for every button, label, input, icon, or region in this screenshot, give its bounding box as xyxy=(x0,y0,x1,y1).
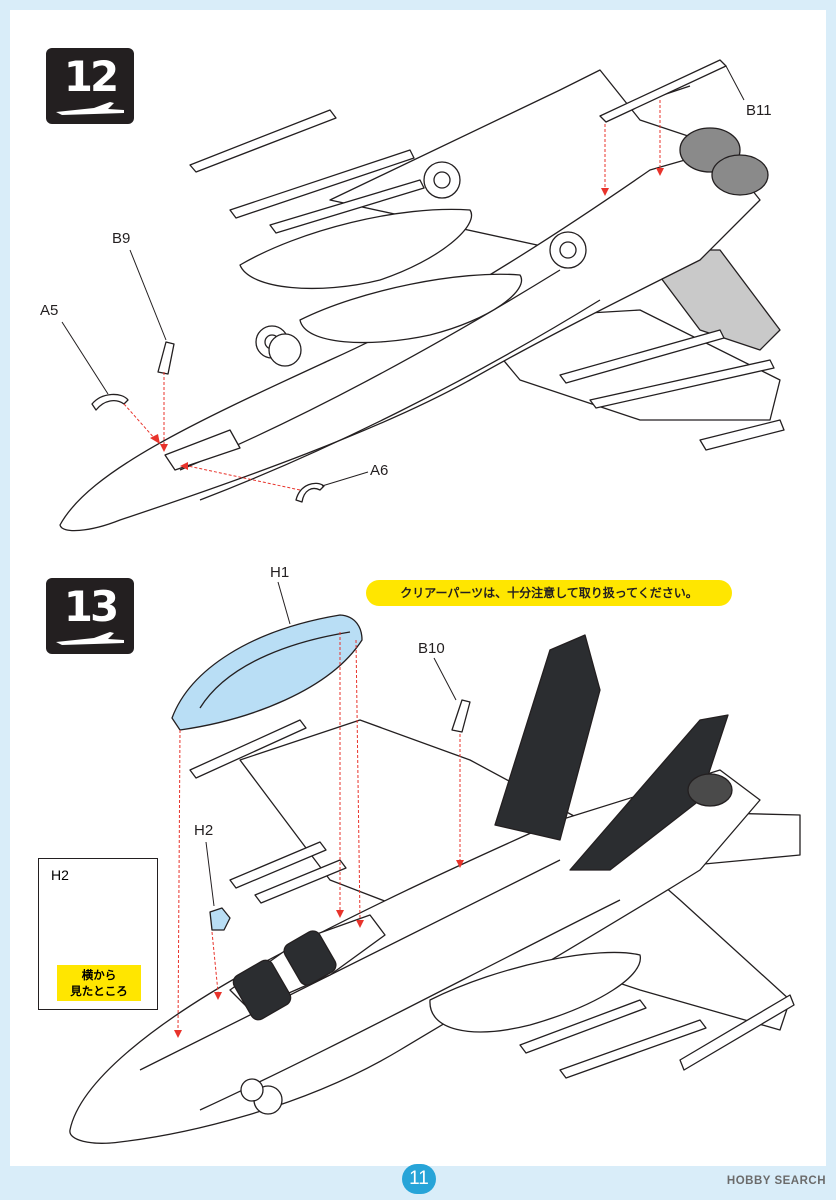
part-label-h1: H1 xyxy=(270,564,290,581)
part-label-h2: H2 xyxy=(194,822,214,839)
aircraft-top-drawing xyxy=(69,634,801,1144)
step-13-number: 13 xyxy=(63,582,119,631)
part-label-b10: B10 xyxy=(418,640,445,657)
inset-caption-line-2: 見たところ xyxy=(70,984,128,998)
clear-parts-caution-note: クリアーパーツは、十分注意して取り扱ってください。 xyxy=(366,580,732,606)
page-number: 11 xyxy=(402,1164,436,1194)
jet-silhouette-icon xyxy=(56,632,124,645)
inset-caption: 横から 見たところ xyxy=(57,965,141,1001)
part-a5-shape xyxy=(91,393,129,411)
jet-silhouette-icon xyxy=(56,102,124,115)
part-label-b9: B9 xyxy=(112,230,131,247)
inset-caption-line-1: 横から xyxy=(81,968,117,982)
step-13-badge: 13 xyxy=(46,578,134,654)
assembly-arrowheads xyxy=(150,168,664,1038)
part-label-b11: B11 xyxy=(746,102,772,119)
part-label-a5: A5 xyxy=(40,302,59,319)
h2-side-view-inset: H2 横から 見たところ xyxy=(38,858,158,1010)
aircraft-underside-drawing xyxy=(59,69,785,532)
label-leader-lines xyxy=(61,65,745,907)
part-h1-canopy-shape xyxy=(171,614,363,731)
part-a6-shape xyxy=(295,482,325,503)
step-12-badge: 12 xyxy=(46,48,134,124)
part-b11-shape xyxy=(599,59,727,123)
part-b9-shape xyxy=(157,341,175,375)
step-12-number: 12 xyxy=(63,52,119,101)
assembly-guide-lines xyxy=(123,100,661,1031)
part-h2-shape xyxy=(209,907,231,931)
part-b10-shape xyxy=(451,699,471,733)
inset-title: H2 xyxy=(51,867,69,883)
part-label-a6: A6 xyxy=(370,462,389,479)
watermark: HOBBY SEARCH xyxy=(726,1175,826,1187)
